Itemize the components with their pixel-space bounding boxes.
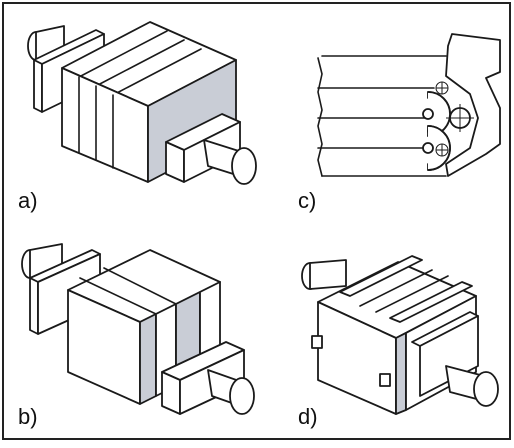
panel-b-right-shaft: [207, 369, 255, 415]
figure-border: [2, 2, 511, 440]
panel-d-right-shaft: [445, 365, 499, 407]
panel-c-clamp: [445, 33, 501, 177]
panel-a-drawing: [27, 21, 257, 185]
panel-label-b: b): [18, 404, 38, 429]
panel-d-right-flange: [411, 311, 479, 397]
panel-c-stack: [317, 55, 447, 177]
panel-c-rollers: [422, 81, 451, 171]
panel-c-drawing: [317, 33, 501, 177]
panel-d-left-shaft: [301, 259, 347, 290]
panel-d-drawing: [301, 255, 499, 415]
panel-label-a: a): [18, 188, 38, 213]
panel-label-c: c): [298, 188, 317, 213]
panel-b-drawing: [21, 243, 255, 415]
panel-label-d: d): [298, 404, 318, 429]
panel-a-right-shaft: [203, 139, 257, 185]
